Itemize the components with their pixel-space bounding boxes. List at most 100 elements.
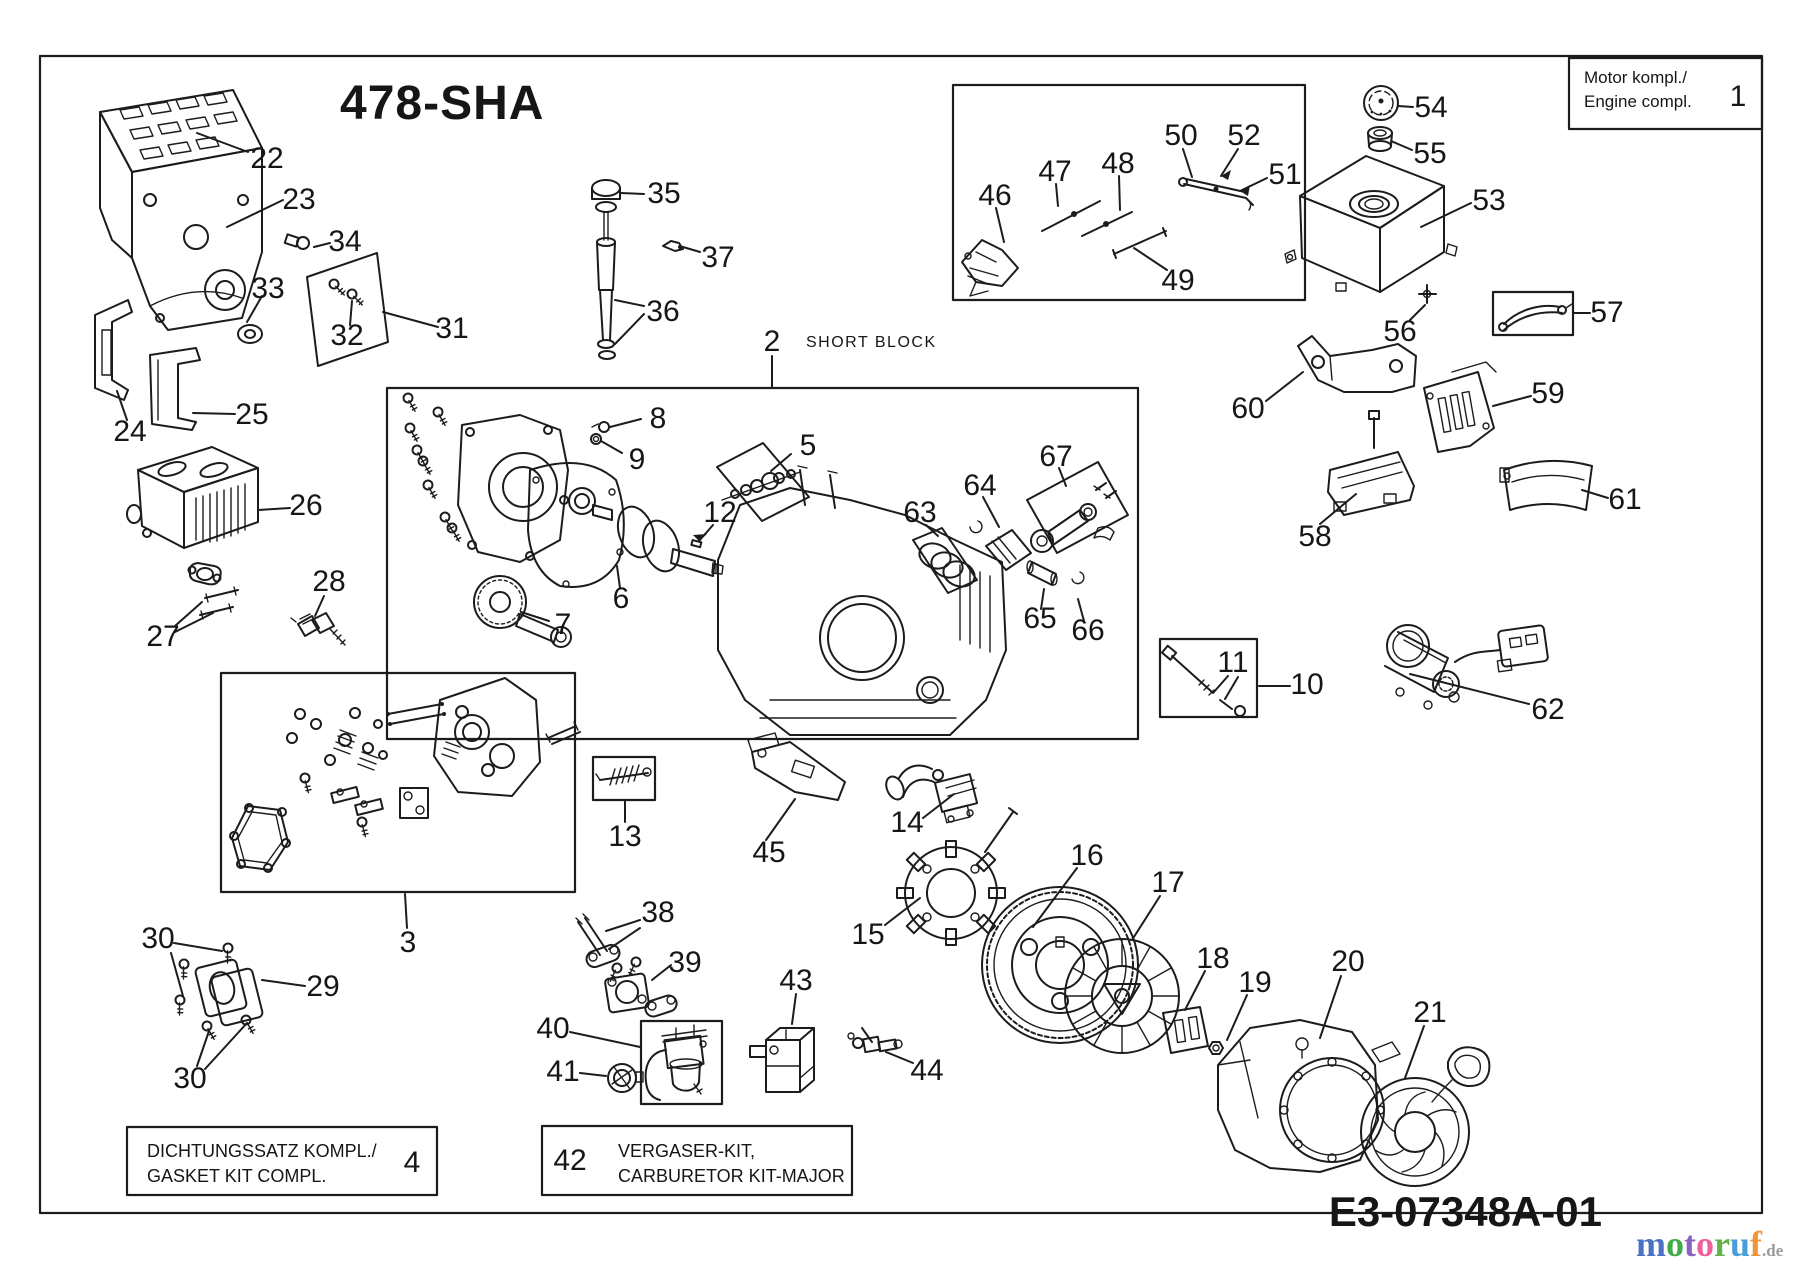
part-label-53[interactable]: 53 [1472,184,1506,217]
part-label-66[interactable]: 66 [1071,614,1105,647]
part-label-63[interactable]: 63 [903,496,937,529]
part-label-14[interactable]: 14 [890,806,924,839]
part-label-34[interactable]: 34 [328,225,362,258]
part-label-32[interactable]: 32 [330,319,364,352]
part-label-30[interactable]: 30 [141,922,175,955]
part-label-20[interactable]: 20 [1331,945,1365,978]
diagram-title: 478-SHA [340,77,545,130]
part-label-33[interactable]: 33 [251,272,285,305]
gasket-kit-number[interactable]: 4 [403,1146,421,1179]
carburetor-kit-number[interactable]: 42 [553,1144,587,1177]
part-label-41[interactable]: 41 [546,1055,580,1088]
part-label-28[interactable]: 28 [312,565,346,598]
part-label-48[interactable]: 48 [1101,147,1135,180]
part-label-29[interactable]: 29 [306,970,340,1003]
part-label-47[interactable]: 47 [1038,155,1072,188]
exhaust-gasket-drawing [187,562,222,586]
part-label-24[interactable]: 24 [113,415,147,448]
part-label-35[interactable]: 35 [647,177,681,210]
part-label-51[interactable]: 51 [1268,158,1302,191]
fuel-valve-drawing [847,1027,903,1054]
studs-27-drawing [199,586,239,620]
clip-37-drawing [662,240,684,252]
leader-lines [116,105,1609,1079]
dipstick-drawing [591,179,621,360]
bracket-60-drawing [1297,335,1417,393]
flywheel-drawing [981,886,1139,1044]
part-label-11[interactable]: 11 [1217,646,1249,679]
part-label-21[interactable]: 21 [1413,996,1447,1029]
part-label-60[interactable]: 60 [1231,392,1265,425]
part-label-30[interactable]: 30 [173,1062,207,1095]
section-boxes [125,56,1764,1197]
connecting-rod-box [1026,461,1129,554]
part-label-22[interactable]: 22 [250,142,284,175]
part-label-45[interactable]: 45 [752,836,786,869]
part-label-12[interactable]: 12 [703,496,737,529]
part-label-7[interactable]: 7 [554,608,572,641]
part-label-25[interactable]: 25 [235,398,269,431]
starter-motor-drawing [1384,624,1549,710]
part-label-50[interactable]: 50 [1164,119,1198,152]
drawing-number: E3-07348A-01 [1328,1188,1602,1235]
part-label-37[interactable]: 37 [701,241,735,274]
part-label-38[interactable]: 38 [641,896,675,929]
part-label-40[interactable]: 40 [536,1012,570,1045]
part-label-17[interactable]: 17 [1151,866,1185,899]
part-label-2[interactable]: 2 [763,325,781,358]
part-label-16[interactable]: 16 [1070,839,1104,872]
gasket-kit-line1: DICHTUNGSSATZ KOMPL./ [147,1141,377,1161]
fuel-hose-drawing [1498,303,1573,332]
pin-kit-box [591,755,657,802]
part-label-27[interactable]: 27 [146,620,180,653]
grommet-33-drawing [237,324,263,344]
part-label-56[interactable]: 56 [1383,315,1417,348]
part-label-6[interactable]: 6 [612,582,630,615]
part-label-39[interactable]: 39 [668,946,702,979]
part-label-26[interactable]: 26 [289,489,323,522]
part-label-57[interactable]: 57 [1590,296,1624,329]
muffler-drawing [126,446,259,549]
part-label-52[interactable]: 52 [1227,119,1261,152]
shield-25-drawing [149,347,201,431]
motoruf-watermark[interactable]: motoruf.de [1636,1226,1783,1262]
part-label-55[interactable]: 55 [1413,137,1447,170]
part-label-62[interactable]: 62 [1531,693,1565,726]
part-label-64[interactable]: 64 [963,469,997,502]
short-block-caption: SHORT BLOCK [806,334,937,351]
part-label-5[interactable]: 5 [799,429,817,462]
part-label-31[interactable]: 31 [435,312,469,345]
part-label-65[interactable]: 65 [1023,602,1057,635]
part-label-18[interactable]: 18 [1196,942,1230,975]
part-label-15[interactable]: 15 [851,918,885,951]
part-label-49[interactable]: 49 [1161,264,1195,297]
part-label-43[interactable]: 43 [779,964,813,997]
part-label-46[interactable]: 46 [978,179,1012,212]
part-label-23[interactable]: 23 [282,183,316,216]
part-label-10[interactable]: 10 [1290,668,1324,701]
tank-bushing-drawing [1367,126,1393,152]
screws-32-drawing [327,277,366,306]
part-label-13[interactable]: 13 [608,820,642,853]
part-label-36[interactable]: 36 [646,295,680,328]
part-label-8[interactable]: 8 [649,402,667,435]
governor-linkage-drawing [961,177,1254,297]
part-label-54[interactable]: 54 [1414,91,1448,124]
part-label-19[interactable]: 19 [1238,966,1272,999]
part-label-59[interactable]: 59 [1531,377,1565,410]
carburetor-group-drawing [575,913,708,1101]
watermark-letter: f [1750,1224,1763,1264]
part-label-9[interactable]: 9 [628,443,646,476]
part-label-44[interactable]: 44 [910,1054,944,1087]
short-block-box [385,386,1140,741]
cylinder-head-kit-drawing [229,677,581,873]
watermark-letter: o [1666,1224,1684,1264]
part-label-67[interactable]: 67 [1039,440,1073,473]
part-label-58[interactable]: 58 [1298,520,1332,553]
part-label-61[interactable]: 61 [1608,483,1642,516]
part-label-3[interactable]: 3 [399,926,417,959]
engine-complete-number[interactable]: 1 [1729,80,1747,113]
cylinder-head-box [219,671,577,894]
spark-plug-drawing [290,612,346,646]
